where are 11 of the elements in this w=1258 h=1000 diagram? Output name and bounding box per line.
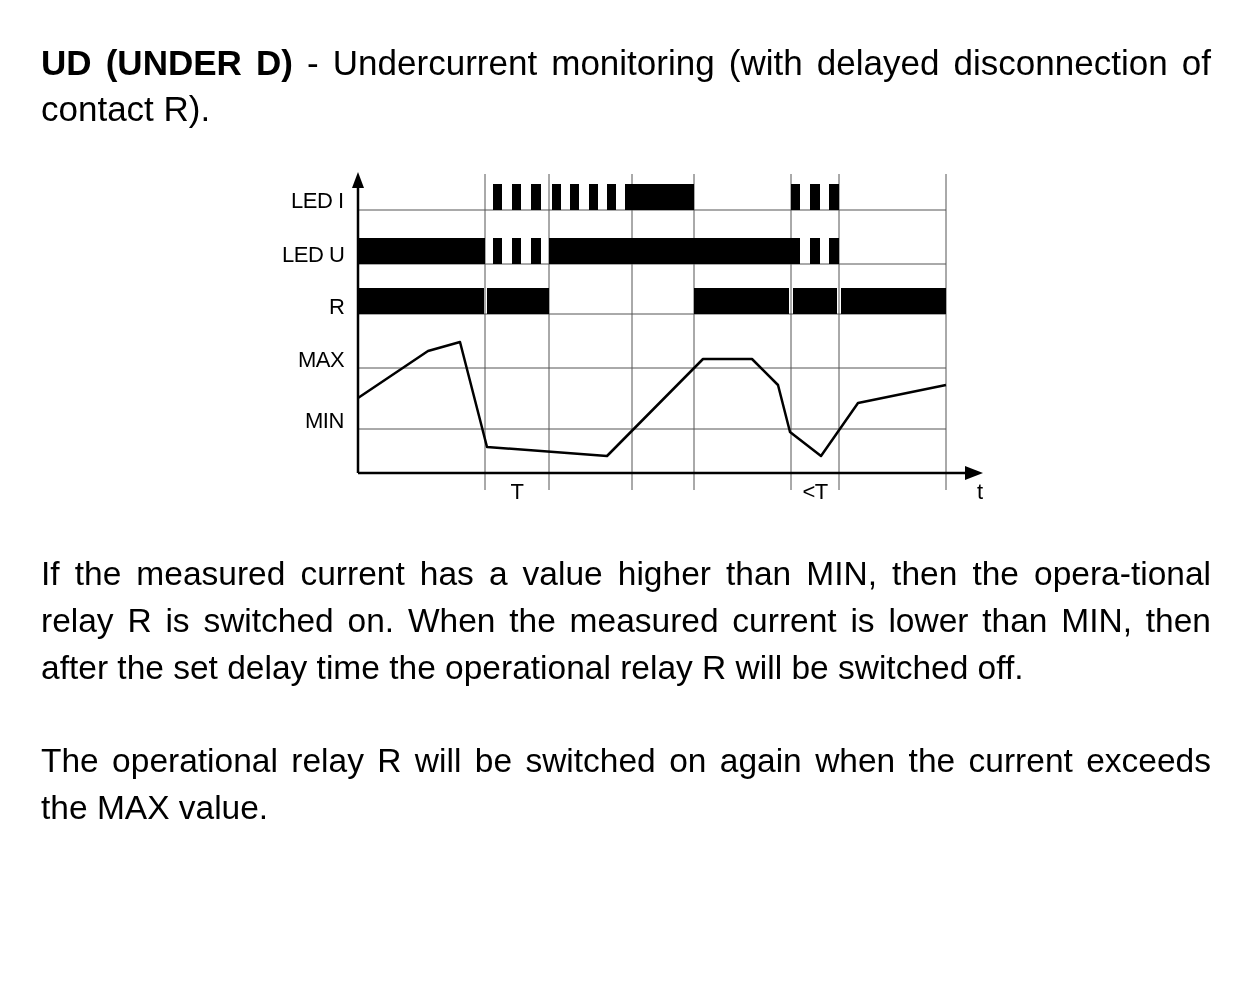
paragraph: If the measured current has a value higher than MIN, then the opera-tional relay R is switched on. When the measured current is lower than MIN, then after the set delay time the operational relay R will be switched off. [41, 554, 1211, 688]
row-label: LED I [291, 188, 344, 214]
row-label: MIN [305, 408, 344, 434]
axis-tick-label: <T [802, 479, 828, 505]
row-label: LED U [282, 242, 345, 268]
heading: UD (UNDER D) - Undercurrent monitoring (with delayed disconnection of contact R). [41, 42, 1211, 130]
row-label: MAX [298, 347, 345, 373]
axis-tick-label: T [510, 479, 524, 505]
paragraph: The operational relay R will be switched on again when the current exceeds the MAX value. [41, 741, 1211, 828]
axis-tick-label: t [977, 479, 983, 505]
row-label: R [329, 294, 345, 320]
